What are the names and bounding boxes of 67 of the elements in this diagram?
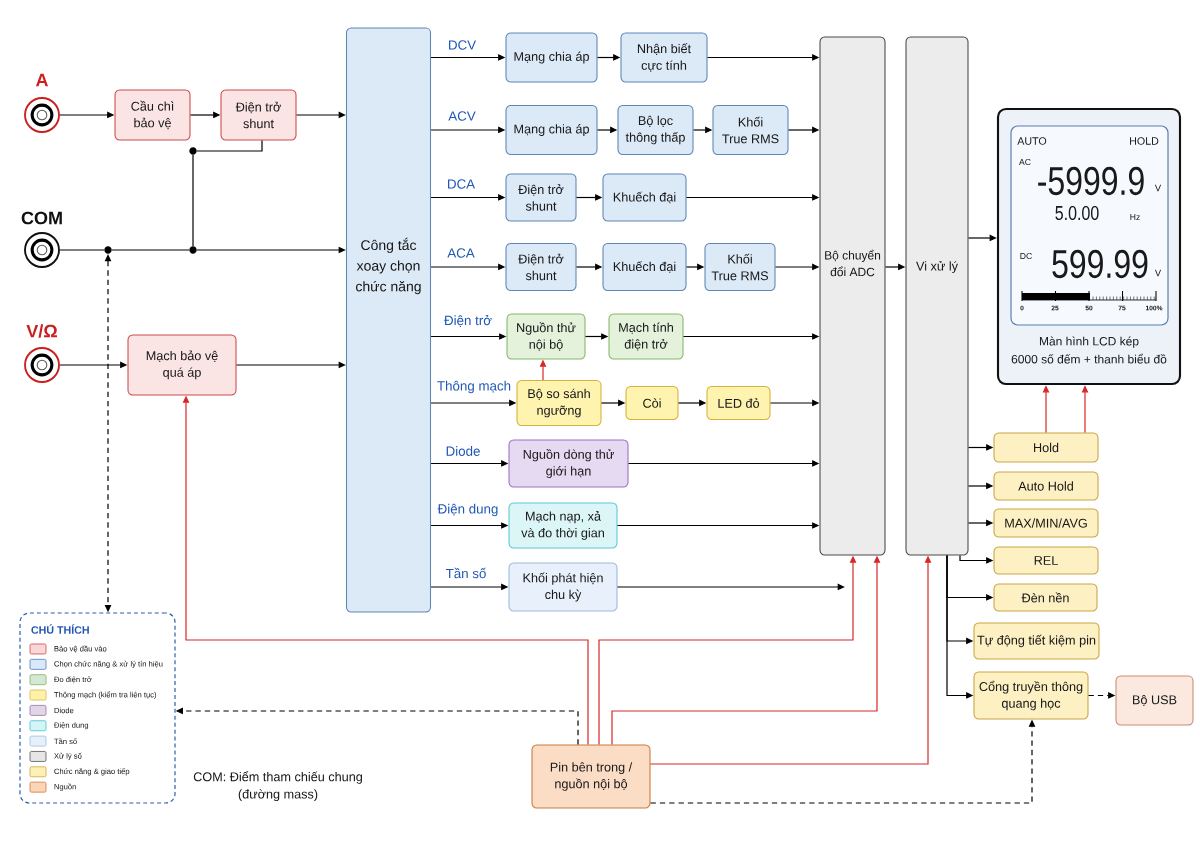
edge-label: Tần số [444,566,488,580]
lcd-indicator: AC [1019,158,1031,166]
edge-label: Thông mạch [435,379,513,395]
process-box: Điện trở shunt [220,89,297,141]
arrow [1042,385,1050,434]
process-box: Khối phát hiện chu kỳ [508,562,618,612]
process-box: Khuếch đại [602,242,687,292]
process-box: Điện trở shunt [505,242,577,292]
edge-label: DCA [445,177,477,191]
arrow [616,583,845,591]
lcd-digits: 5.0.00 [1055,205,1099,221]
process-box: Mạng chia áp [505,32,598,83]
process-box: Cầu chì bảo vệ [114,89,191,141]
arrow [196,246,346,254]
connector-line [59,249,105,251]
process-box: Điện trở shunt [505,173,577,222]
connector-line [192,154,194,247]
function-box: Hold [993,432,1099,463]
unit-label: V [1154,269,1162,277]
arrow [235,361,346,369]
edge-label: DCV [446,38,478,52]
terminal-label: V/Ω [26,324,57,338]
process-box: Khối True RMS [712,104,789,156]
function-box: Tự động tiết kiệm pin [973,622,1100,660]
process-box: Nhận biết cực tính [620,32,708,83]
process-box: Khối True RMS [704,242,776,292]
process-box: Bộ lọc thông thấp [617,104,694,156]
edge-label: ACA [445,246,477,260]
edge-label: Diode [444,444,482,458]
process-box: Mạch bảo vệ quá áp [127,334,237,396]
process-box: Khuếch đại [602,173,687,222]
lcd-indicator: DC [1020,252,1032,260]
unit-label: Hz [1130,214,1140,220]
lcd-digits: 599.99 [1052,249,1148,279]
arrow [967,234,997,242]
function-box: MAX/MIN/AVG [993,508,1099,538]
switch-box: Công tắc xoay chọn chức năng [345,27,432,613]
process-box: Mạch tính điện trở [608,313,684,360]
power-box: Pin bên trong / nguồn nội bộ [531,744,651,809]
process-box: Mạng chia áp [505,104,598,156]
edge-label: Điện dung [436,502,500,518]
process-column: Bộ chuyển đổi ADC [819,36,886,556]
lcd-digits: -5999.9 [1038,166,1144,196]
function-box: REL [993,546,1099,575]
process-box: Mạch nạp, xả và đo thời gian [508,502,618,549]
process-box: Nguồn dòng thử giới hạn [508,439,629,488]
terminal-label: A [35,73,49,87]
process-box: Còi [625,385,679,421]
arrow [1081,385,1089,434]
terminal-label: COM [21,211,62,225]
edge-label: Điện trở [442,313,494,329]
note-text: COM: Điểm tham chiếu chung (đường mass) [193,770,362,802]
lcd-indicator: AUTO [1017,137,1047,145]
connector-line [196,139,263,152]
function-box: Đèn nền [993,583,1098,612]
arrow [295,111,346,119]
process-box: Bộ so sánh ngưỡng [516,379,602,427]
process-box: Bộ USB [1115,675,1194,726]
lcd-indicator: HOLD [1130,137,1159,145]
function-box: Auto Hold [993,471,1099,501]
process-box: LED đỏ [706,385,771,421]
process-column: Vi xử lý [905,36,969,556]
connector-line [111,249,190,251]
edge-label: ACV [446,109,478,123]
function-box: Cổng truyền thông quang học [973,671,1089,720]
unit-label: V [1154,184,1162,192]
process-box: Nguồn thử nội bộ [506,313,586,360]
